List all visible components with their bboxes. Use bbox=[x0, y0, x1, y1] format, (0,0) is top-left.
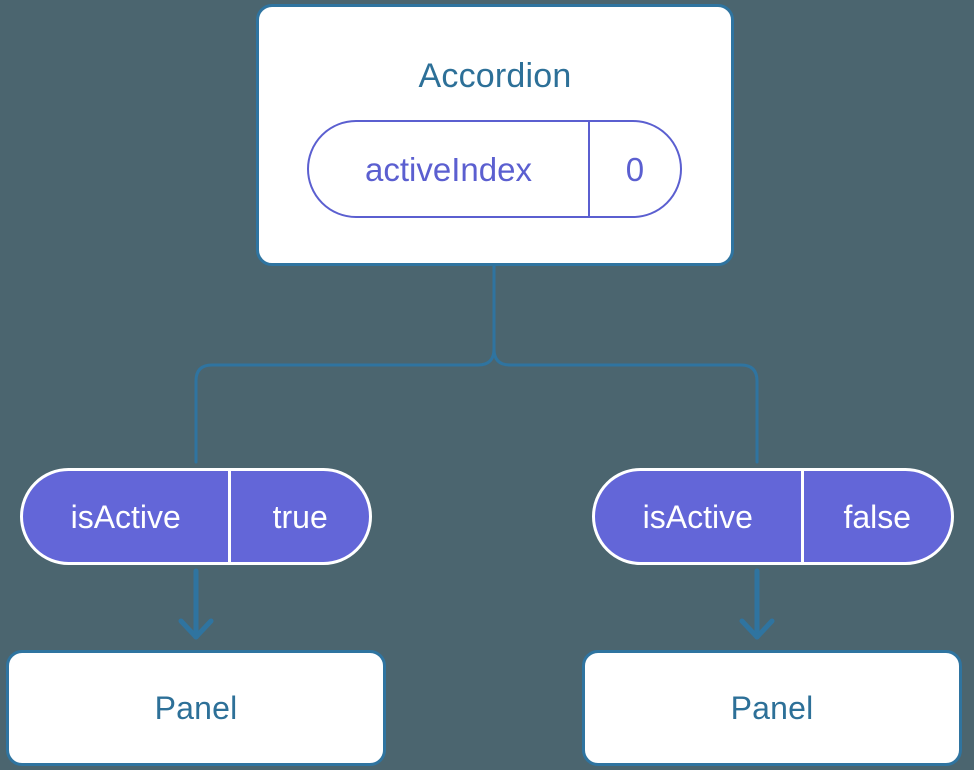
prop-pill-is-active-right-value: false bbox=[843, 498, 912, 535]
prop-pill-is-active-left[interactable]: isActive true bbox=[20, 468, 372, 565]
down-arrow-icon-right bbox=[739, 568, 775, 640]
panel-component-card-left[interactable]: Panel bbox=[6, 650, 386, 766]
panel-component-card-right[interactable]: Panel bbox=[582, 650, 962, 766]
panel-card-right-title: Panel bbox=[730, 690, 814, 726]
prop-pill-is-active-left-value: true bbox=[272, 498, 328, 535]
state-pill-active-index-key: activeIndex bbox=[309, 122, 590, 216]
down-arrow-icon-left bbox=[178, 568, 214, 640]
accordion-card-title: Accordion bbox=[418, 57, 572, 95]
prop-pill-is-active-right-key: isActive bbox=[595, 471, 804, 562]
tree-connector-path bbox=[194, 264, 759, 464]
state-pill-active-index[interactable]: activeIndex 0 bbox=[307, 120, 682, 218]
prop-pill-is-active-left-key: isActive bbox=[23, 471, 232, 562]
panel-card-left-title: Panel bbox=[154, 690, 238, 726]
state-pill-active-index-value: 0 bbox=[625, 150, 645, 188]
prop-pill-is-active-right[interactable]: isActive false bbox=[592, 468, 954, 565]
